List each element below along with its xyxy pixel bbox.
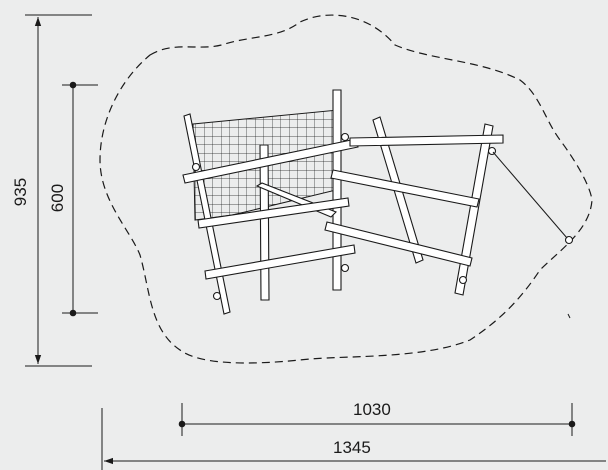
beam-lower-right	[324, 221, 473, 267]
dimension-overall-height	[25, 14, 92, 367]
label-overall-width: 1345	[333, 438, 371, 457]
dimension-overall-width	[101, 408, 606, 470]
safety-zone-outline	[99, 14, 593, 364]
post-right	[454, 123, 494, 296]
beam-lower-left	[204, 244, 356, 280]
rope-anchor-line	[492, 151, 568, 239]
fittings	[191, 132, 574, 301]
beam-top-left	[182, 138, 359, 184]
label-inner-height: 600	[48, 183, 67, 213]
beam-middle-left	[197, 197, 350, 229]
post-center	[332, 89, 342, 291]
beams	[182, 134, 504, 280]
beam-middle-right	[330, 169, 480, 208]
post-center-left	[259, 144, 270, 301]
label-overall-height: 935	[11, 177, 30, 207]
dimension-inner-height	[62, 81, 98, 317]
dimension-inner-width	[178, 403, 576, 436]
label-inner-width: 1030	[353, 400, 391, 419]
beam-top-right	[349, 134, 504, 147]
